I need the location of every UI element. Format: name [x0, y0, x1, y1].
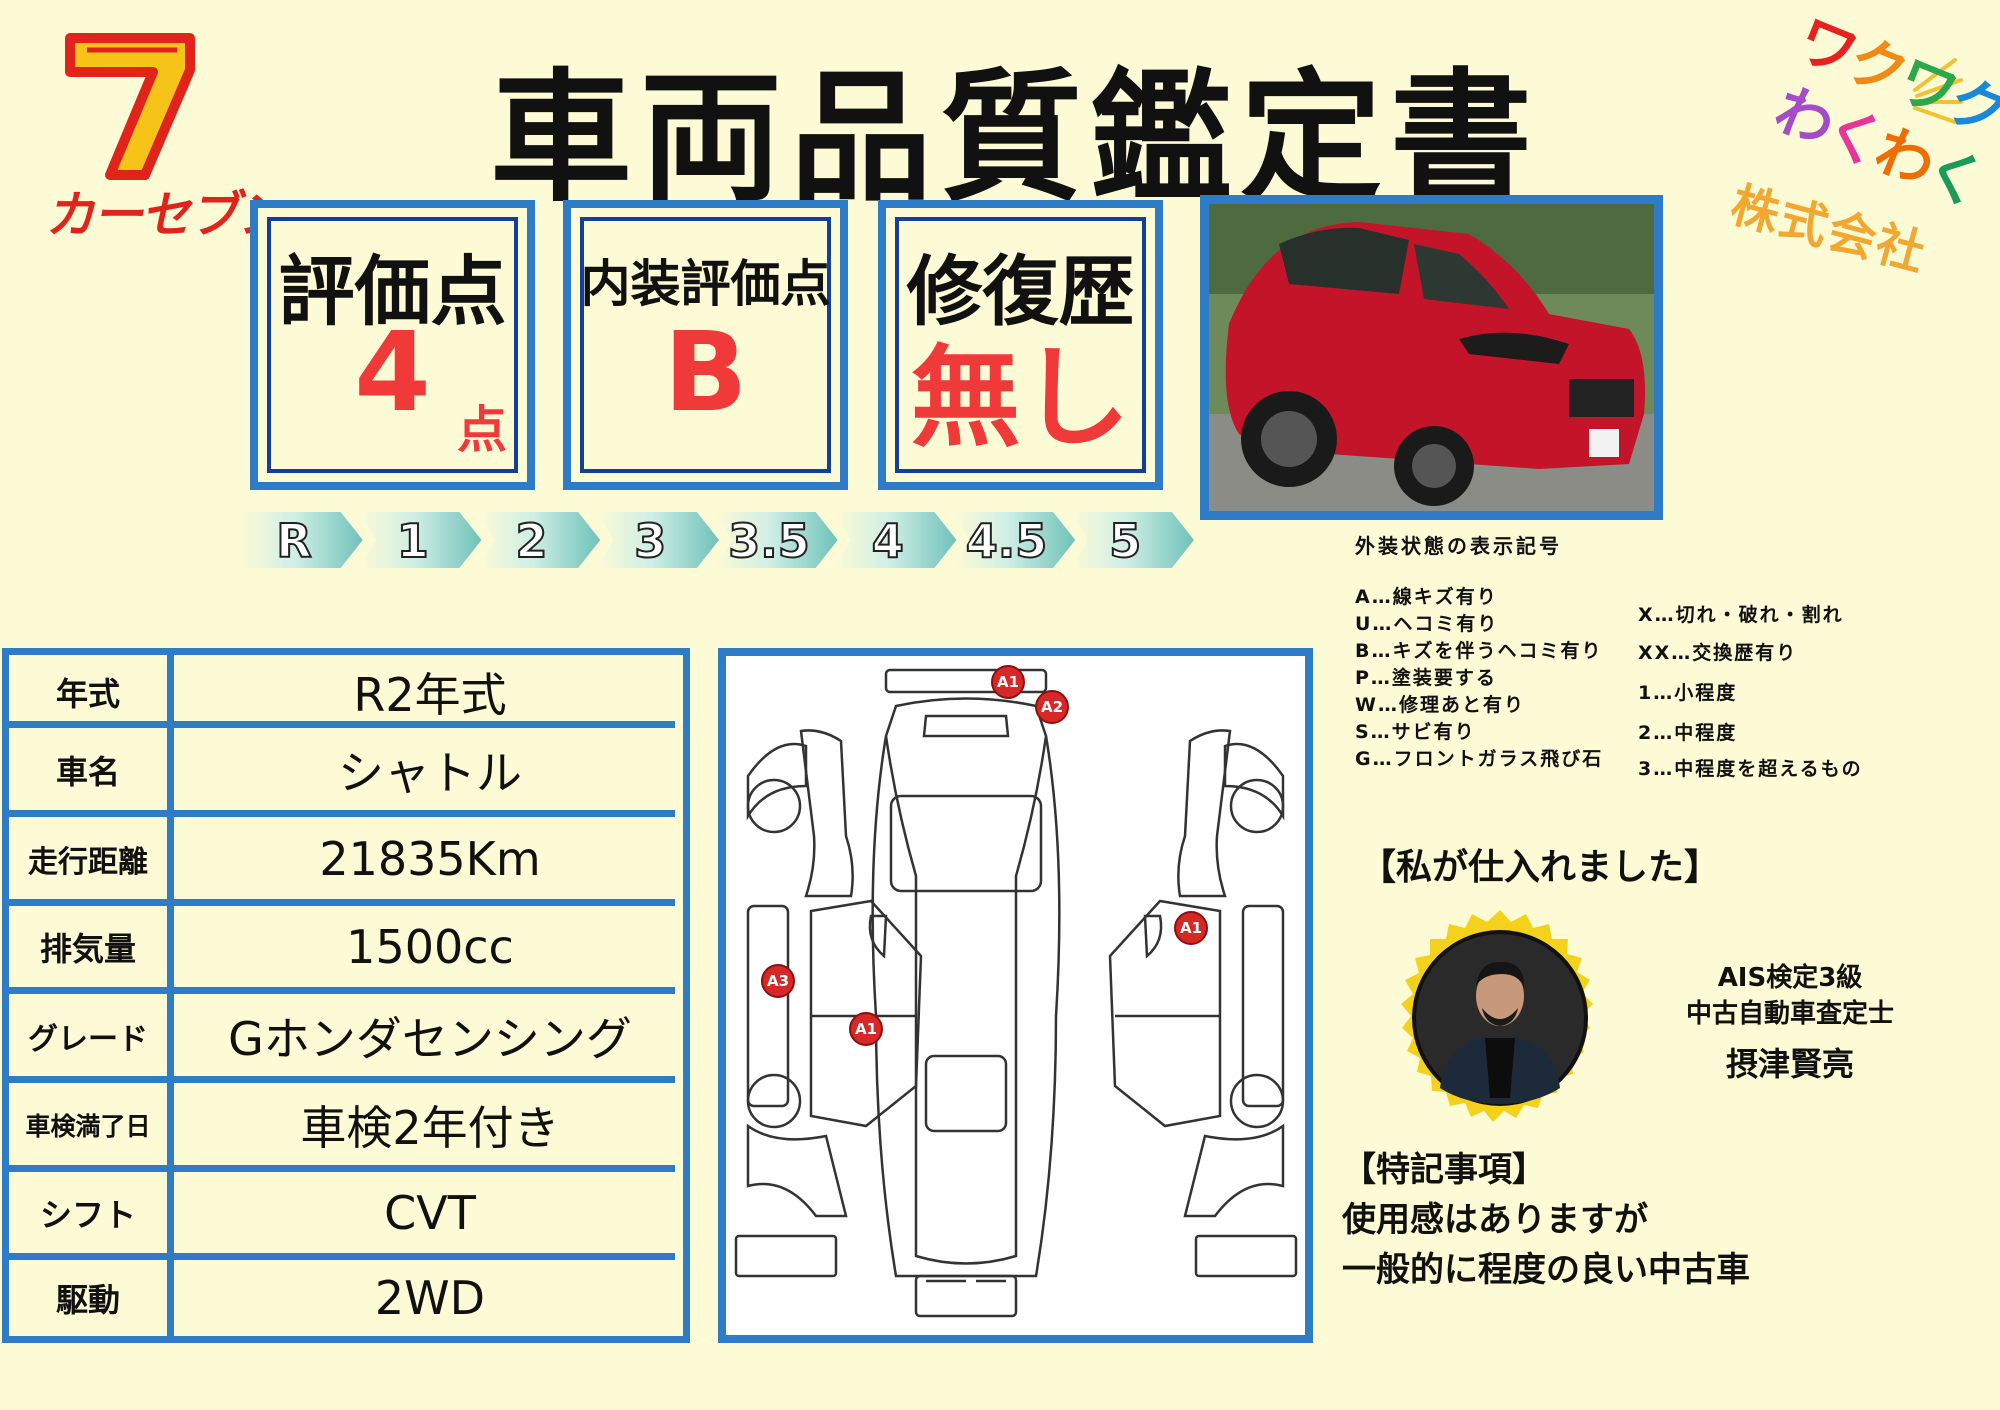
legend-item: A…線キズ有り: [1355, 586, 1498, 608]
row-value: 車検2年付き: [300, 1101, 560, 1155]
interior-score-value: B: [663, 308, 748, 436]
divider: [9, 1165, 675, 1172]
scale-step: 4: [833, 512, 957, 568]
legend-item: B…キズを伴うヘコミ有り: [1355, 640, 1603, 662]
table-row: 排気量 1500cc: [9, 906, 683, 988]
scale-step: 3.5: [715, 512, 838, 568]
table-row: 車検満了日 車検2年付き: [9, 1083, 683, 1167]
buyer-name: 摂津賢亮: [1725, 1045, 1854, 1083]
wakuwaku-logo: ワクワク わくわく 株式会社: [1725, 5, 2000, 283]
scale-step: 1: [358, 512, 482, 568]
score-box: 評価点 4 点: [250, 200, 535, 490]
notes-line: 使用感はありますが: [1342, 1200, 1648, 1240]
row-label: 駆動: [55, 1281, 120, 1319]
scale-step: 2: [477, 512, 601, 568]
carseven-logo: カーセブン: [40, 30, 295, 244]
certification-1: AIS検定3級: [1717, 963, 1863, 993]
legend-item: S…サビ有り: [1355, 721, 1476, 743]
divider: [167, 655, 174, 1336]
special-notes: 【特記事項】 使用感はありますが 一般的に程度の良い中古車: [1342, 1145, 1750, 1295]
divider: [9, 721, 675, 728]
damage-mark-a1-right: A1: [1174, 911, 1208, 945]
car-outline-icon: A1 A2 A1 A3 A1: [734, 665, 1298, 1318]
certification-2: 中古自動車査定士: [1685, 999, 1894, 1029]
row-label: シフト: [39, 1196, 136, 1234]
row-label: グレード: [28, 1022, 148, 1057]
row-value: Gホンダセンシング: [228, 1012, 632, 1066]
legend-item: 3…中程度を超えるもの: [1638, 758, 1863, 780]
divider: [9, 1076, 675, 1083]
row-label: 排気量: [39, 930, 136, 968]
scale-step: 4.5: [952, 512, 1076, 568]
divider: [9, 1253, 675, 1260]
scale-step: 3: [596, 512, 719, 568]
row-value: R2年式: [353, 668, 507, 722]
table-row: シフト CVT: [9, 1172, 683, 1254]
divider: [9, 987, 675, 994]
repair-history-label: 修復歴: [906, 247, 1135, 336]
sunburst-icon: [1913, 58, 1963, 124]
scale-step: 5: [1071, 512, 1194, 568]
car-photo: [1200, 195, 1663, 520]
buyer-credentials: AIS検定3級 中古自動車査定士 摂津賢亮: [1680, 960, 1900, 1082]
legend-item: XX…交換歴有り: [1638, 642, 1798, 664]
score-scale: R 1 2 3 3.5 4 4.5 5: [240, 512, 1194, 568]
notes-heading: 【特記事項】: [1342, 1150, 1546, 1190]
page-title: 車両品質鑑定書: [490, 56, 1540, 221]
damage-mark-a3-left: A3: [761, 964, 795, 998]
svg-text:A1: A1: [997, 673, 1019, 691]
legend-item: X…切れ・破れ・割れ: [1638, 604, 1844, 626]
table-row: 走行距離 21835Km: [9, 817, 683, 901]
table-row: 車名 シャトル: [9, 728, 683, 811]
svg-text:A1: A1: [855, 1020, 877, 1038]
legend-item: 1…小程度: [1638, 682, 1738, 704]
row-label: 走行距離: [28, 845, 148, 880]
table-row: 駆動 2WD: [9, 1260, 683, 1336]
row-label: 車名: [55, 752, 120, 791]
table-row: グレード Gホンダセンシング: [9, 994, 683, 1078]
score-label: 評価点: [278, 247, 507, 336]
legend-item: 2…中程度: [1638, 722, 1738, 744]
interior-score-box: 内装評価点 B: [563, 200, 848, 490]
svg-text:A2: A2: [1041, 698, 1063, 716]
row-value: 21835Km: [319, 832, 541, 886]
repair-history-box: 修復歴 無し: [878, 200, 1163, 490]
damage-diagram: A1 A2 A1 A3 A1: [718, 648, 1313, 1343]
buyer-heading: 【私が仕入れました】: [1360, 847, 1721, 888]
table-row: 年式 R2年式: [9, 655, 683, 729]
repair-history-value: 無し: [910, 334, 1131, 462]
damage-mark-a2-front: A2: [1035, 690, 1069, 724]
score-unit: 点: [457, 401, 507, 459]
legend-title: 外装状態の表示記号: [1355, 534, 1562, 558]
legend-left: A…線キズ有り U…ヘコミ有り B…キズを伴うヘコミ有り P…塗装要する W…修…: [1355, 582, 1603, 771]
notes-line: 一般的に程度の良い中古車: [1342, 1250, 1750, 1290]
legend-item: P…塗装要する: [1355, 667, 1497, 689]
interior-score-label: 内装評価点: [580, 255, 831, 313]
legend-item: U…ヘコミ有り: [1355, 613, 1499, 635]
row-value: CVT: [384, 1186, 476, 1240]
row-value: 2WD: [374, 1271, 486, 1325]
damage-mark-a1-left: A1: [849, 1012, 883, 1046]
car-image-icon: [1209, 204, 1654, 511]
avatar: [1385, 908, 1615, 1138]
buyer-photo-icon: [1401, 910, 1593, 1122]
legend-item: W…修理あと有り: [1355, 694, 1525, 716]
legend-right: X…切れ・破れ・割れ XX…交換歴有り 1…小程度 2…中程度 3…中程度を超え…: [1638, 600, 1863, 781]
legend-item: G…フロントガラス飛び石: [1355, 748, 1604, 770]
row-label: 年式: [55, 675, 120, 713]
divider: [9, 899, 675, 906]
svg-text:A3: A3: [767, 972, 789, 990]
scale-step: R: [240, 512, 363, 568]
divider: [9, 810, 675, 817]
seven-logo-icon: [65, 33, 195, 180]
row-label: 車検満了日: [25, 1112, 151, 1141]
svg-text:A1: A1: [1180, 919, 1202, 937]
row-value: シャトル: [338, 745, 522, 800]
damage-mark-a1-front: A1: [991, 665, 1025, 699]
vehicle-info-table: 年式 R2年式 車名 シャトル 走行距離 21835Km 排気量 1500cc …: [2, 648, 690, 1343]
row-value: 1500cc: [346, 920, 514, 974]
score-value: 4: [354, 308, 431, 436]
